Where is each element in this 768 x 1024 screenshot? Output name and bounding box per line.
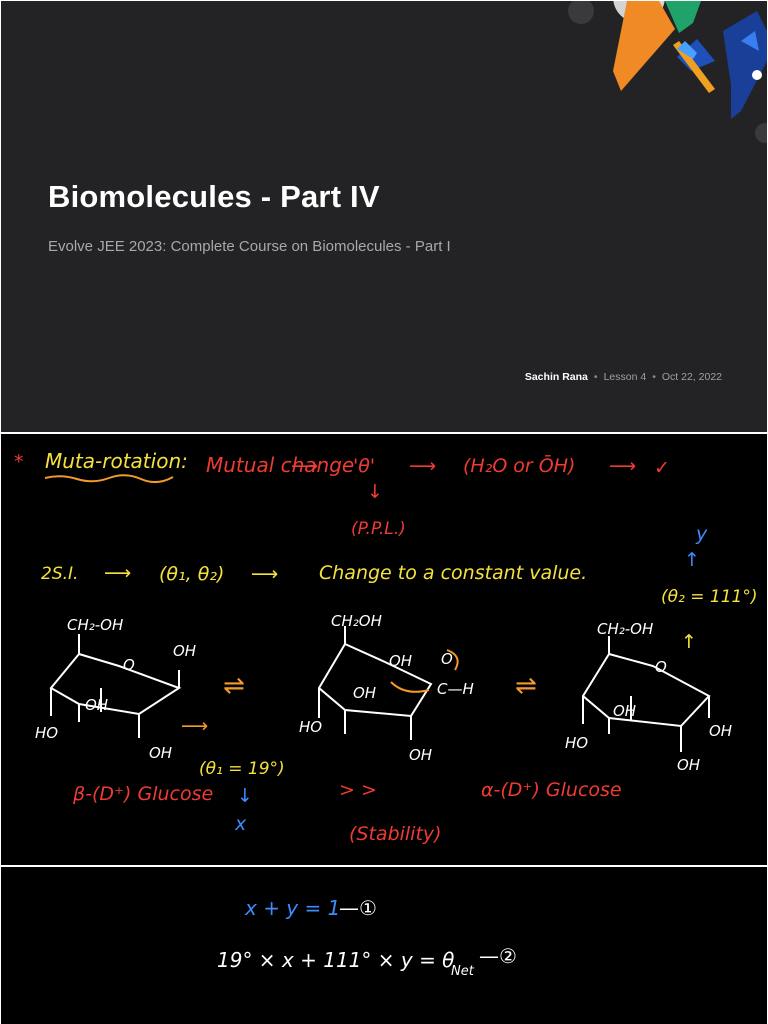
- open-aldehyde-oxygen: O: [441, 650, 453, 668]
- arrow-right: ⟶: [291, 455, 318, 477]
- decor-pencil-tip: [677, 41, 697, 59]
- open-chain-ring: [317, 626, 433, 740]
- theta1-value: (θ₁ = 19°): [199, 759, 285, 779]
- beta-glucose-ring: [49, 634, 182, 738]
- beta-oh-bottom: OH: [149, 744, 172, 762]
- alpha-ho: HO: [565, 734, 588, 752]
- course-subtitle: Evolve JEE 2023: Complete Course on Biom…: [48, 238, 451, 255]
- page-title: Biomolecules - Part IV: [48, 179, 380, 214]
- beta-ring-oxygen: O: [123, 656, 135, 674]
- bullet-star: *: [14, 451, 24, 473]
- arrow-down: ↓: [237, 785, 253, 807]
- heading-underline: [44, 474, 174, 483]
- cover-slide: Biomolecules - Part IV Evolve JEE 2023: …: [1, 1, 767, 432]
- two-si-label: 2S.I.: [41, 564, 78, 584]
- electron-shift-arrow: [390, 681, 430, 693]
- beta-glucose-name: β-(D⁺) Glucose: [72, 783, 213, 805]
- alpha-oh-mid: OH: [613, 702, 636, 720]
- y-label: y: [695, 523, 708, 545]
- equation-2-subscript: Net: [451, 964, 475, 979]
- electron-shift-arrow: [446, 649, 459, 671]
- lesson-meta: Sachin Rana • Lesson 4 • Oct 22, 2022: [525, 371, 722, 383]
- stability-gt: > >: [339, 779, 377, 801]
- decor-circle-left: [568, 1, 594, 24]
- alpha-ch2oh: CH₂-OH: [597, 620, 653, 638]
- notes-page-1: * Muta-rotation: Mutual change ⟶ 'θ' ⟶ (…: [1, 434, 767, 865]
- arrow-right: ⟶: [104, 562, 131, 584]
- equilibrium-arrow: ⇌: [515, 671, 537, 701]
- arrow-right: ⟶: [181, 715, 208, 737]
- decor-white-dot: [752, 70, 762, 80]
- ppl-label: (P.P.L.): [351, 519, 406, 539]
- beta-oh-mid: OH: [85, 696, 108, 714]
- arrow-up: ↑: [684, 549, 700, 571]
- x-label: x: [234, 813, 247, 835]
- lesson-number: Lesson 4: [603, 371, 647, 383]
- check-mark: ✓: [654, 457, 670, 479]
- equation-1: x + y = 1: [244, 896, 340, 920]
- alpha-glucose-name: α-(D⁺) Glucose: [481, 779, 622, 801]
- theta-pair: (θ₁, θ₂): [159, 563, 224, 585]
- theta2-value: (θ₂ = 111°): [661, 587, 757, 607]
- meta-separator: •: [593, 371, 598, 383]
- alpha-ring-oxygen: O: [655, 658, 667, 676]
- alpha-oh-right: OH: [709, 722, 732, 740]
- arrow-right: ⟶: [409, 455, 436, 477]
- decor-pencil-body: [673, 41, 715, 93]
- author-name: Sachin Rana: [524, 371, 588, 383]
- equation-2-number: —②: [479, 944, 517, 968]
- open-ch2oh: CH₂OH: [331, 612, 382, 630]
- alpha-oh-bottom: OH: [677, 756, 700, 774]
- beta-ch2oh: CH₂-OH: [67, 616, 123, 634]
- handwritten-notes: * Muta-rotation: Mutual change ⟶ 'θ' ⟶ (…: [14, 449, 757, 845]
- arrow-down: ↓: [367, 481, 383, 503]
- arrow-right: ⟶: [609, 455, 636, 477]
- definition-text: Mutual change: [206, 453, 354, 477]
- decorative-art: [568, 1, 767, 143]
- lesson-date: Oct 22, 2022: [661, 371, 722, 383]
- decor-circle-right: [755, 123, 767, 143]
- arrow-up: ↑: [681, 631, 697, 653]
- arrow-right: ⟶: [251, 563, 278, 585]
- alpha-glucose-ring: [581, 636, 711, 752]
- notes-page-2: x + y = 1 —① 19° × x + 111° × y = θ Net …: [1, 867, 767, 1024]
- notes-heading: Muta-rotation:: [45, 449, 188, 473]
- decor-green-shape: [665, 1, 701, 33]
- open-oh-bottom: OH: [409, 746, 432, 764]
- open-ho: HO: [299, 718, 322, 736]
- open-oh-mid: OH: [353, 684, 376, 702]
- h2o-oh: (H₂O or ŌH): [463, 453, 575, 477]
- equation-2: 19° × x + 111° × y = θ: [217, 948, 454, 972]
- stability-label: (Stability): [349, 823, 442, 845]
- handwritten-equations: x + y = 1 —① 19° × x + 111° × y = θ Net …: [217, 896, 517, 979]
- decor-orange-shape: [613, 1, 675, 91]
- open-aldehyde: C—H: [437, 680, 474, 698]
- decor-blue-highlight: [741, 31, 759, 51]
- meta-separator: •: [652, 371, 656, 383]
- beta-oh-top: OH: [173, 642, 196, 660]
- theta-symbol: 'θ': [353, 455, 375, 477]
- beta-ho: HO: [35, 724, 58, 742]
- equilibrium-arrow: ⇌: [223, 671, 245, 701]
- equation-1-number: —①: [339, 896, 377, 920]
- open-oh-right: OH: [389, 652, 412, 670]
- decor-blue-pen: [723, 11, 767, 119]
- change-text: Change to a constant value.: [319, 562, 587, 584]
